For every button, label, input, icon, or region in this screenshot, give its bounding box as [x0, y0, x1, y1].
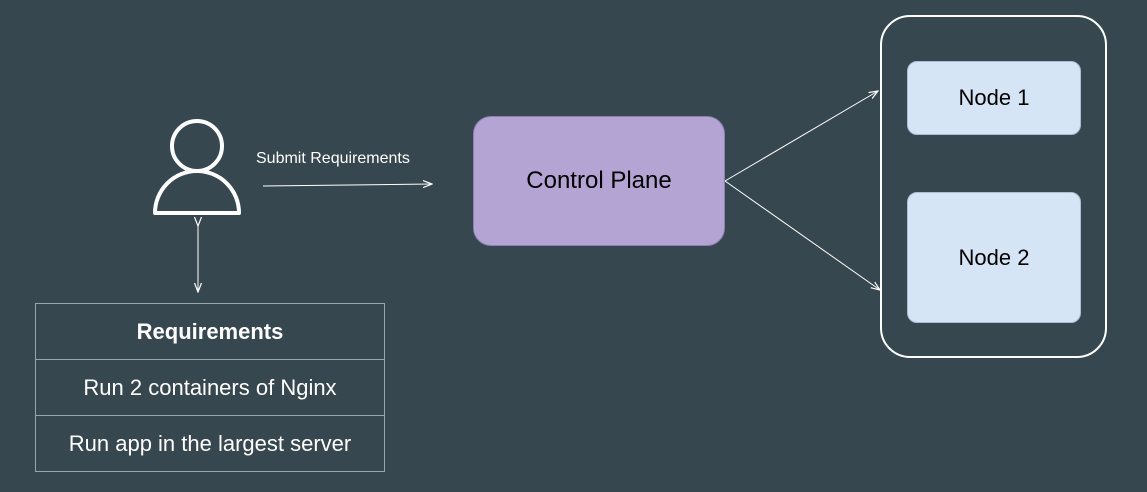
node-2-label: Node 2	[958, 244, 1030, 270]
control-to-node-1-arrow	[724, 91, 878, 182]
control-plane-box: Control Plane	[473, 116, 725, 246]
requirements-header: Requirements	[136, 318, 284, 344]
user-icon	[153, 119, 241, 215]
node-1-box: Node 1	[907, 61, 1081, 135]
cluster-container	[880, 15, 1107, 358]
requirements-table: Requirements Run 2 containers of Nginx R…	[35, 303, 385, 472]
submit-requirements-label: Submit Requirements	[256, 150, 410, 167]
submit-arrow	[262, 184, 432, 186]
control-to-node-2-arrow	[724, 180, 880, 290]
requirement-item: Run 2 containers of Nginx	[36, 359, 384, 415]
requirement-item: Run app in the largest server	[36, 415, 384, 471]
node-1-label: Node 1	[958, 85, 1030, 110]
control-plane-label: Control Plane	[526, 167, 672, 194]
node-2-box: Node 2	[907, 192, 1081, 323]
